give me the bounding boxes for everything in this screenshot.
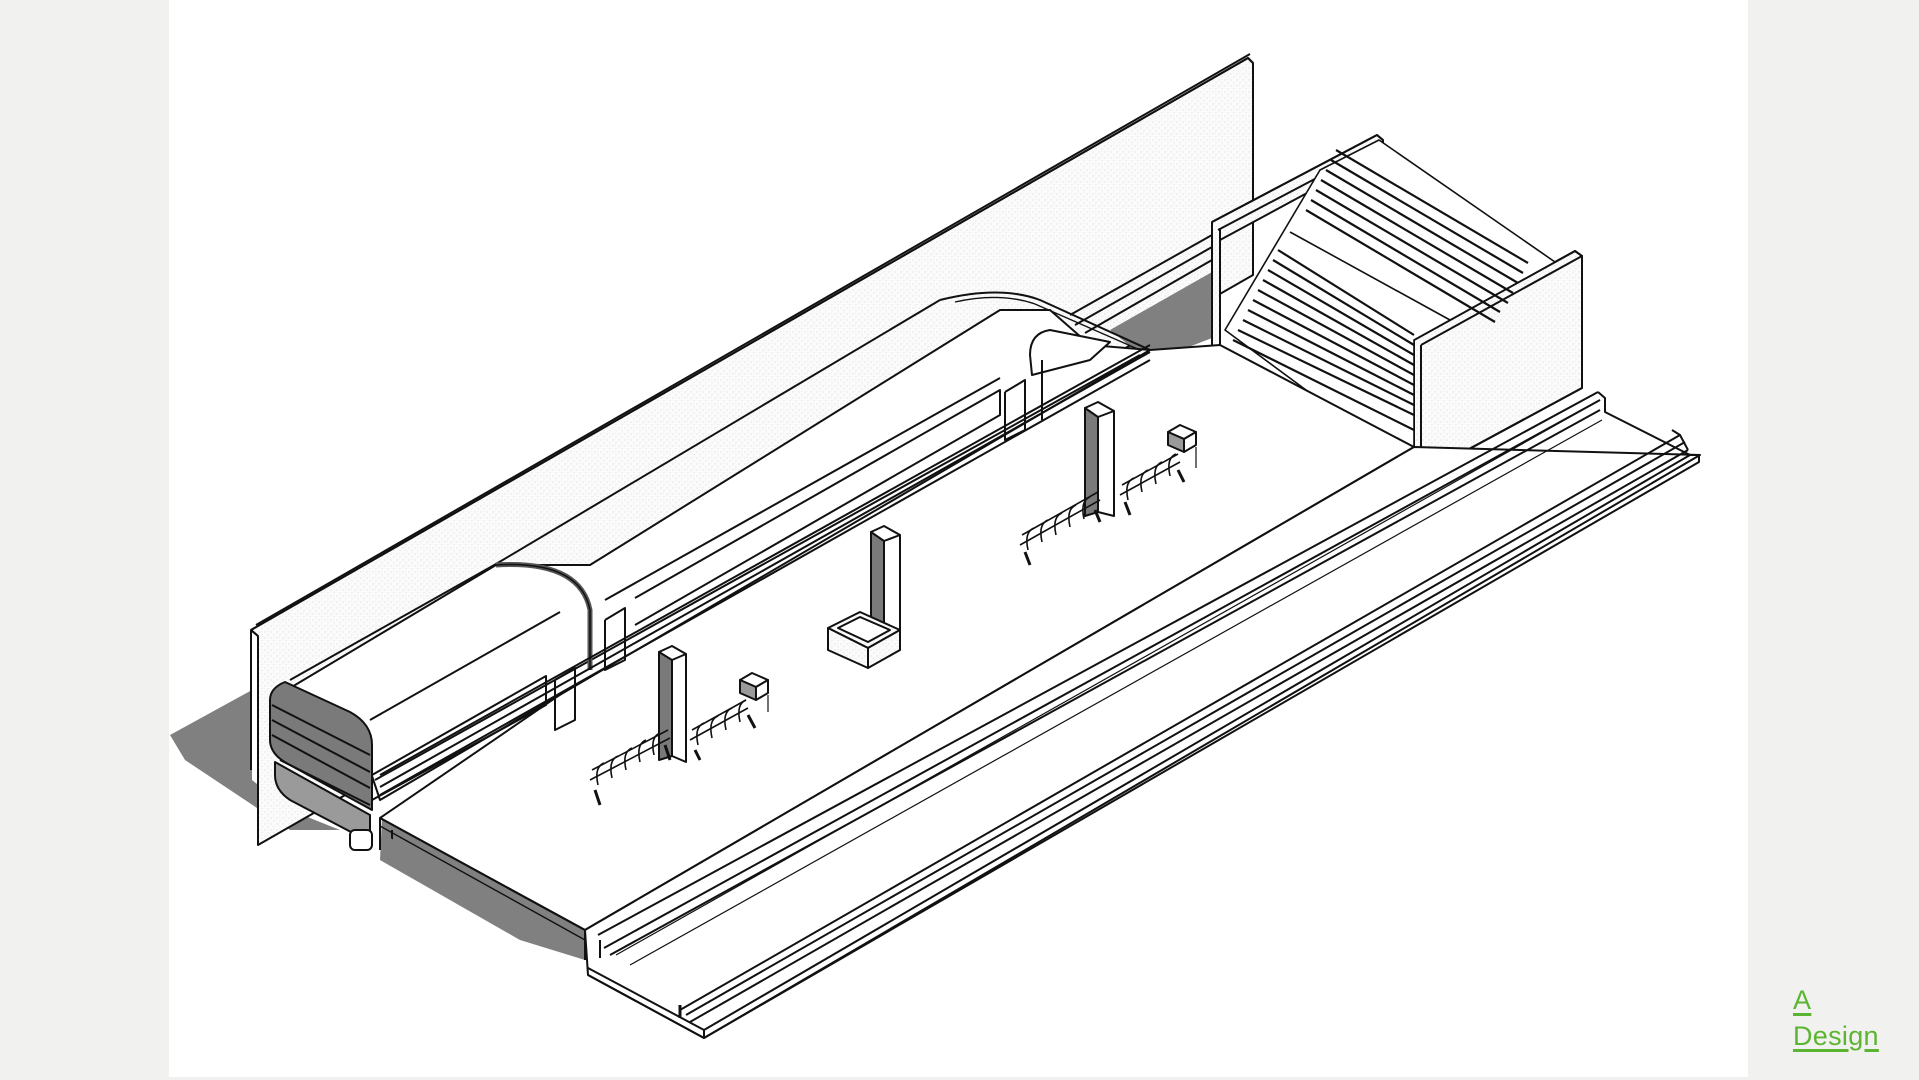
staircase: [1224, 139, 1556, 471]
pillar-left: [658, 645, 687, 763]
benches: [589, 453, 1186, 806]
artboard: [169, 0, 1748, 1077]
pillar-right: [1084, 401, 1115, 517]
trash-bin-left: [739, 672, 769, 712]
logo-line-1: A: [1793, 985, 1812, 1015]
trash-bins: [739, 424, 1197, 712]
track-bed: [584, 391, 1701, 1039]
brand-logo[interactable]: A Design: [1793, 982, 1879, 1054]
bench-center: [689, 699, 757, 761]
planter: [827, 611, 901, 669]
bench-right-2: [1119, 453, 1186, 516]
wall-shadow: [1110, 272, 1212, 362]
logo-line-2: Design: [1793, 1021, 1879, 1051]
isometric-station-illustration: [170, 53, 1701, 1039]
train: [269, 291, 1151, 851]
platform-edge-shadow: [385, 835, 580, 958]
wall-trim: [1069, 234, 1213, 334]
bench-right-1: [1019, 491, 1102, 566]
pillars: [658, 401, 1115, 763]
trash-bin-right: [1167, 424, 1197, 468]
bench-left: [589, 729, 672, 806]
